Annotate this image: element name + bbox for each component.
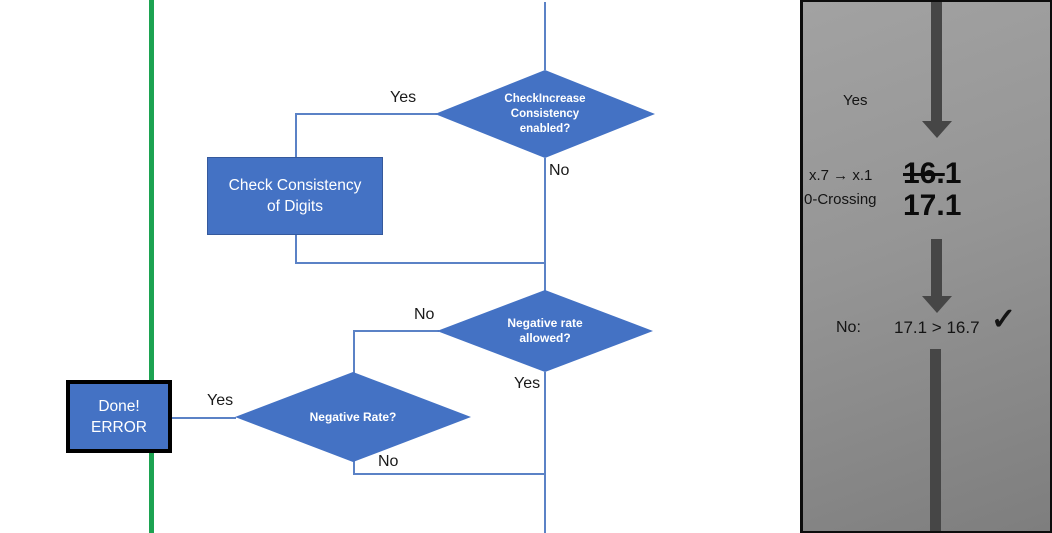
terminal-done-error: Done! ERROR <box>66 380 172 453</box>
down-arrow-icon <box>922 121 952 138</box>
decision-check-increase-consistency: CheckIncrease Consistency enabled? <box>435 70 655 158</box>
decision-label-line: Negative Rate? <box>309 409 397 424</box>
decision-label-line: Consistency <box>510 107 580 120</box>
connector-box-out-horizontal <box>295 262 545 264</box>
edge-label-yes-rate-allowed: Yes <box>514 375 541 392</box>
annotation-panel: Yes x.7 → x.1 0-Crossing 16.1 17.1 No: 1… <box>800 0 1052 533</box>
connector-no3-horizontal <box>353 473 545 475</box>
connector-yes1-horizontal <box>295 113 437 115</box>
connector-box-out-vertical <box>295 234 297 263</box>
old-value-struck-part: 16. <box>903 157 945 190</box>
decision-label-line: enabled? <box>519 122 571 135</box>
decision-negative-rate-allowed: Negative rate allowed? <box>437 290 653 372</box>
terminal-label-line: Done! <box>98 397 140 415</box>
down-arrow-shaft-icon <box>930 349 941 531</box>
connector-no3-vertical <box>353 461 355 474</box>
edge-label-yes-negative-rate: Yes <box>207 392 234 409</box>
connector-bottom-vertical <box>544 372 546 533</box>
connector-no2-horizontal <box>353 330 439 332</box>
decision-label-line: CheckIncrease <box>504 92 586 105</box>
old-value-crossed-out: 16.1 <box>903 158 961 190</box>
green-divider-line <box>149 0 154 533</box>
terminal-label-line: ERROR <box>91 418 147 436</box>
panel-result-comparison: 17.1 > 16.7 <box>894 318 980 337</box>
edge-label-yes-check-increase: Yes <box>390 89 417 106</box>
decision-label-line: allowed? <box>519 331 571 345</box>
down-arrow-icon <box>922 296 952 313</box>
connector-mid-vertical <box>544 158 546 291</box>
down-arrow-icon <box>931 239 942 297</box>
edge-label-no-negative-rate: No <box>378 453 399 470</box>
decision-label-line: Negative rate <box>507 316 583 330</box>
panel-rule-line2: 0-Crossing <box>804 191 877 208</box>
edge-label-no-check-increase: No <box>549 162 570 179</box>
new-value: 17.1 <box>903 189 962 222</box>
process-check-consistency-of-digits: Check Consistency of Digits <box>207 157 383 235</box>
connector-top-vertical <box>544 2 546 70</box>
checkmark-icon: ✓ <box>991 303 1017 336</box>
decision-negative-rate: Negative Rate? <box>235 372 471 462</box>
panel-rule-line1: x.7 → x.1 <box>809 167 873 184</box>
connector-yes1-vertical <box>295 113 297 159</box>
process-label: Check Consistency of Digits <box>228 177 362 215</box>
connector-no2-vertical <box>353 330 355 374</box>
connector-yes-done-horizontal <box>172 417 236 419</box>
old-value-rest: 1 <box>944 157 962 190</box>
edge-label-no-rate-allowed: No <box>414 306 435 323</box>
down-arrow-icon <box>931 2 942 122</box>
panel-result-label: No: <box>836 319 861 336</box>
panel-yes-label: Yes <box>843 92 868 109</box>
